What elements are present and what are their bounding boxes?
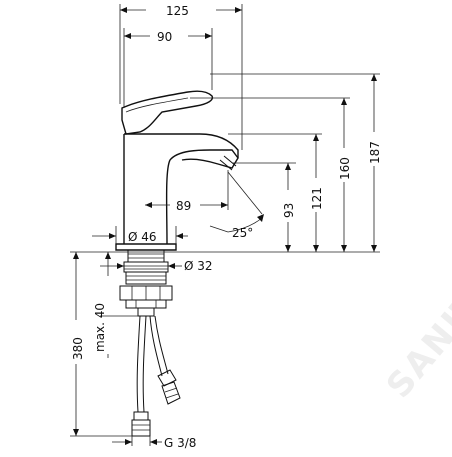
- dim-height-lever-label: 160: [338, 157, 352, 180]
- dim-spout-reach-label: 90: [157, 30, 172, 44]
- dim-shank-diameter-label: Ø 32: [184, 259, 213, 273]
- dim-spout-reach: 90: [123, 28, 213, 108]
- dim-base-diameter-label: Ø 46: [128, 230, 157, 244]
- reference-lines: [70, 73, 380, 253]
- dim-height-spout-top-label: 121: [310, 187, 324, 210]
- faucet-body: [115, 90, 239, 251]
- watermark-text: SANITINO: [379, 226, 452, 406]
- dim-height-overall: 187: [368, 74, 382, 252]
- dim-hose-length-label: 380: [71, 337, 85, 360]
- dim-hose-length: 380: [70, 252, 132, 437]
- dim-height-outlet-label: 93: [282, 203, 296, 218]
- dim-outlet-angle-label: 25°: [232, 226, 253, 240]
- dim-connection-thread-label: G 3/8: [164, 436, 196, 450]
- dim-shank-length-label: max. 40: [93, 303, 107, 352]
- dim-outlet-angle: 25°: [209, 171, 264, 240]
- dim-height-overall-label: 187: [368, 141, 382, 164]
- dim-base-to-spout-label: 89: [176, 199, 191, 213]
- mounting-shank: [119, 249, 173, 317]
- dim-height-lever: 160: [338, 98, 352, 252]
- dim-base-to-spout: 89: [145, 170, 229, 213]
- dim-shank-length: max. 40: [93, 252, 138, 358]
- dim-height-spout-top: 121: [310, 134, 324, 252]
- dim-total-width-label: 125: [166, 4, 189, 18]
- dim-shank-diameter: Ø 32: [100, 259, 213, 273]
- dim-connection-thread: G 3/8: [112, 436, 196, 450]
- dim-height-outlet: 93: [282, 163, 296, 252]
- flexible-hoses: [131, 315, 181, 437]
- dim-base-diameter: Ø 46: [92, 226, 188, 244]
- dim-total-width: 125: [119, 4, 243, 150]
